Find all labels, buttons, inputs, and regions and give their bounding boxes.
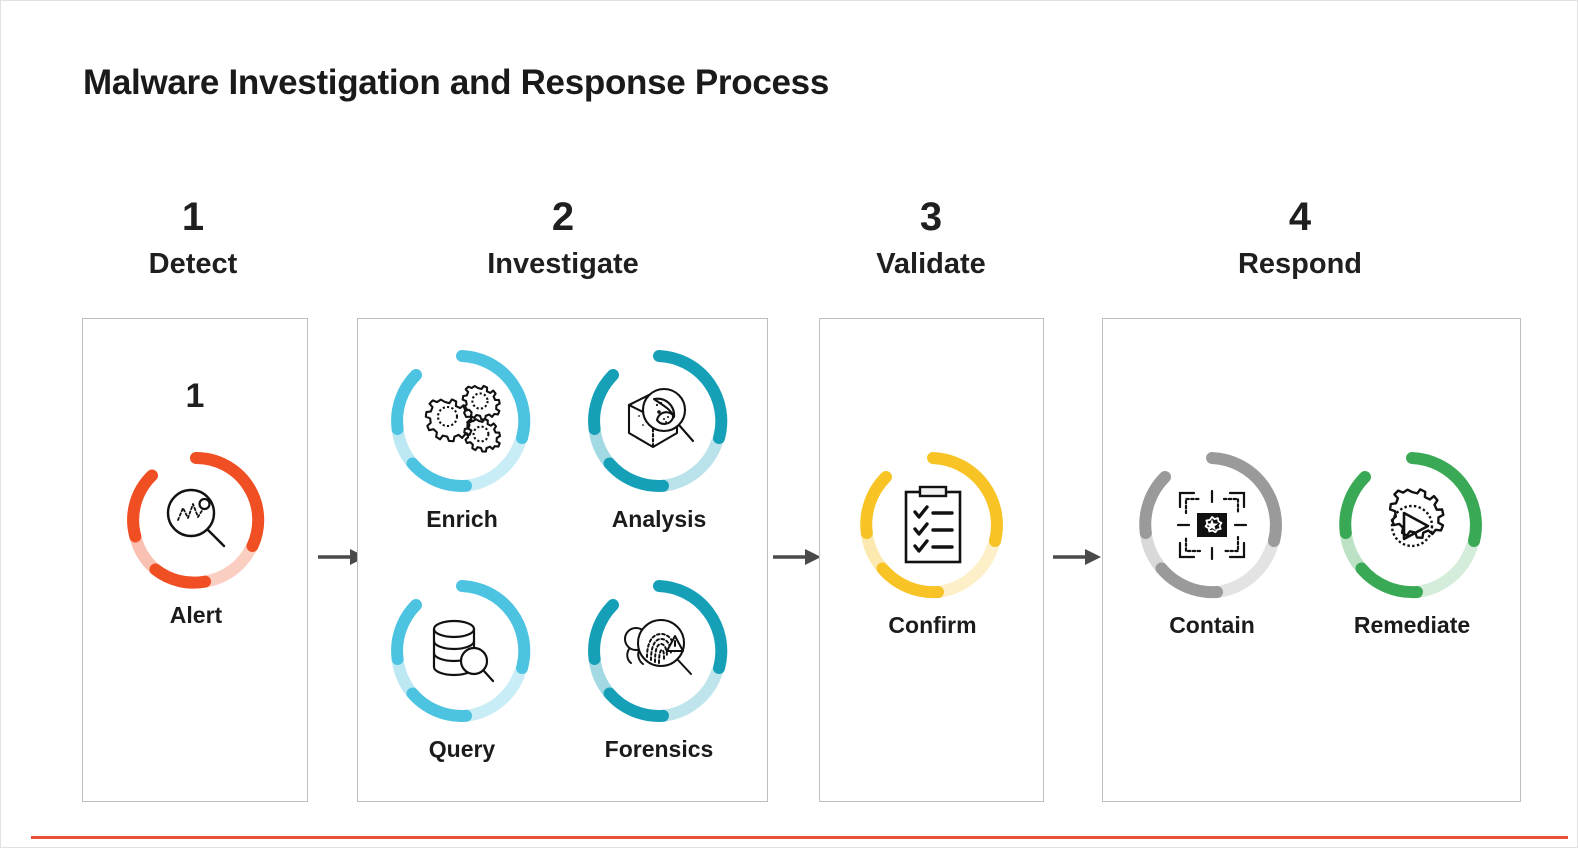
- node-label-forensics: Forensics: [604, 736, 714, 762]
- arrow-validate-to-respond: [1053, 546, 1101, 568]
- analysis-ring: [581, 343, 737, 499]
- node-label-analysis: Analysis: [611, 506, 707, 532]
- panel-investigate[interactable]: Enrich: [357, 318, 768, 802]
- node-label-enrich: Enrich: [426, 506, 498, 532]
- stage-number-2: 2: [551, 195, 575, 239]
- node-enrich[interactable]: Enrich: [372, 343, 552, 532]
- arrow-investigate-to-validate: [773, 546, 821, 568]
- stage-name-respond: Respond: [1237, 248, 1363, 280]
- node-label-remediate: Remediate: [1353, 612, 1471, 638]
- page-title: Malware Investigation and Response Proce…: [83, 63, 829, 102]
- remediate-ring: [1332, 445, 1492, 605]
- node-alert[interactable]: Alert: [83, 445, 309, 628]
- node-contain[interactable]: Contain: [1117, 445, 1307, 638]
- gear-play-icon: [1370, 483, 1454, 567]
- node-confirm[interactable]: Confirm: [820, 445, 1045, 638]
- stage-name-validate: Validate: [876, 248, 986, 280]
- detect-inner-number: 1: [185, 377, 205, 415]
- node-label-query: Query: [428, 736, 496, 762]
- forensics-ring: [581, 573, 737, 729]
- stage-header-respond: 4 Respond: [1190, 197, 1410, 279]
- fingerprint-magnifier-icon: [617, 613, 701, 689]
- node-analysis[interactable]: Analysis: [564, 343, 754, 532]
- node-query[interactable]: Query: [372, 573, 552, 762]
- query-ring: [384, 573, 540, 729]
- enrich-ring: [384, 343, 540, 499]
- node-label-alert: Alert: [169, 602, 223, 628]
- box-magnifier-icon: [617, 381, 701, 461]
- panel-detect[interactable]: 1: [82, 318, 308, 802]
- slide-accent-bar: [31, 836, 1568, 839]
- stage-number-4: 4: [1288, 195, 1312, 239]
- node-remediate[interactable]: Remediate: [1317, 445, 1507, 638]
- node-label-confirm: Confirm: [888, 612, 977, 638]
- clipboard-checklist-icon: [900, 484, 966, 566]
- node-label-contain: Contain: [1169, 612, 1255, 638]
- stage-name-investigate: Investigate: [487, 248, 639, 280]
- crosshair-containment-icon: [1172, 485, 1252, 565]
- stage-header-detect: 1 Detect: [83, 197, 303, 279]
- panel-respond[interactable]: Contain: [1102, 318, 1521, 802]
- stage-name-detect: Detect: [148, 248, 238, 280]
- database-magnifier-icon: [422, 613, 502, 689]
- gears-icon: [421, 383, 503, 459]
- stage-header-investigate: 2 Investigate: [453, 197, 673, 279]
- alert-waveform-magnifier-icon: [158, 482, 234, 558]
- panel-validate[interactable]: Confirm: [819, 318, 1044, 802]
- stage-number-1: 1: [181, 195, 205, 239]
- alert-ring: [121, 445, 271, 595]
- stage-number-3: 3: [919, 195, 943, 239]
- confirm-ring: [853, 445, 1013, 605]
- stage-header-validate: 3 Validate: [821, 197, 1041, 279]
- node-forensics[interactable]: Forensics: [564, 573, 754, 762]
- contain-ring: [1132, 445, 1292, 605]
